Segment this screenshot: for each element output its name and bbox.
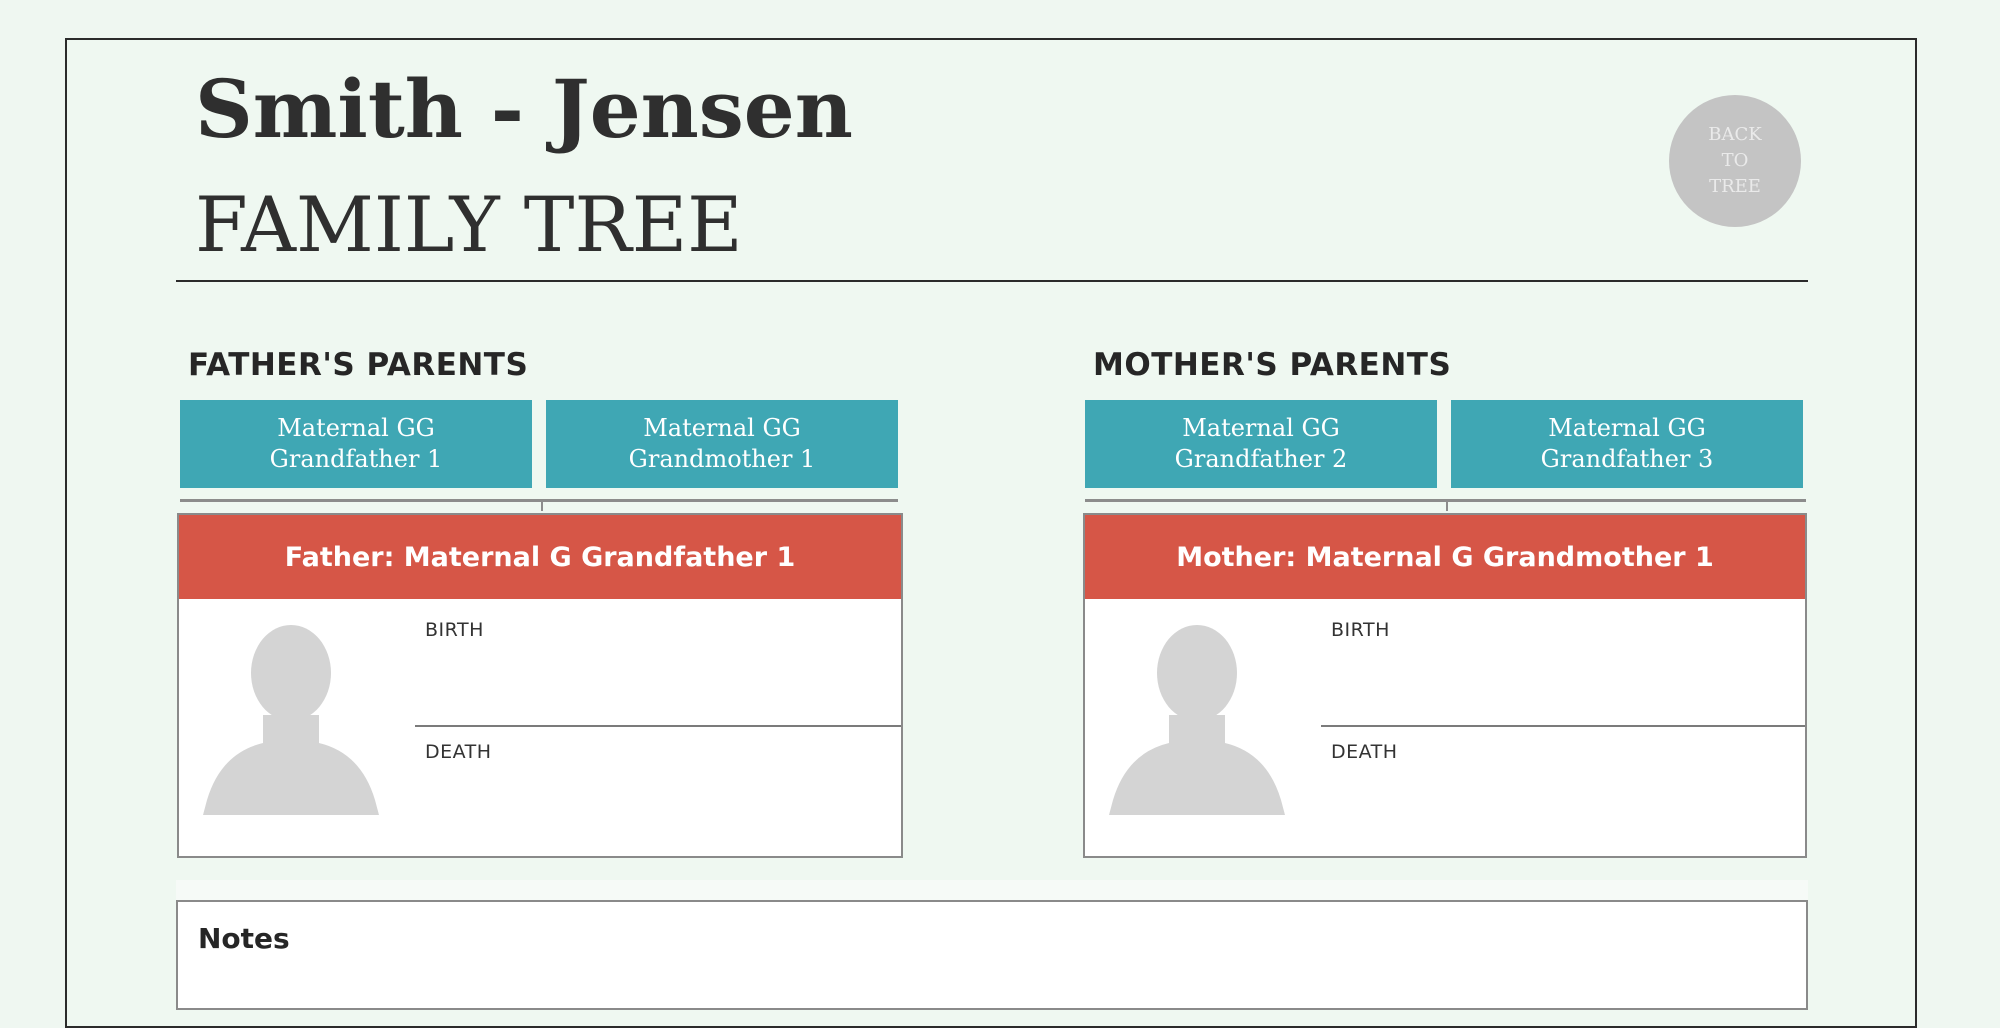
mother-connector-line (1085, 499, 1806, 502)
back-button-line-2: TO (1721, 150, 1749, 171)
grandparent-box-father-1[interactable]: Maternal GG Grandfather 1 (180, 400, 532, 488)
grandparent-label-line2: Grandfather 3 (1540, 445, 1714, 473)
grandparent-label-line1: Maternal GG (1548, 414, 1706, 442)
family-name-title: Smith - Jensen (195, 62, 853, 156)
mother-connector-tick (1446, 499, 1448, 511)
mother-birth-label: BIRTH (1331, 619, 1390, 641)
title-divider (176, 280, 1808, 282)
mother-field-divider (1321, 725, 1805, 727)
father-birth-label: BIRTH (425, 619, 484, 641)
father-death-label: DEATH (425, 741, 492, 763)
family-tree-title: FAMILY TREE (195, 180, 743, 269)
notes-label: Notes (198, 922, 290, 955)
father-connector-line (180, 499, 898, 502)
father-connector-tick (541, 499, 543, 511)
father-card[interactable]: Father: Maternal G Grandfather 1 BIRTH D… (177, 513, 903, 858)
grandparent-box-father-2[interactable]: Maternal GG Grandmother 1 (546, 400, 898, 488)
back-to-tree-button[interactable]: BACK TO TREE (1669, 95, 1801, 227)
mother-card-header: Mother: Maternal G Grandmother 1 (1085, 515, 1805, 599)
grandparent-label-line2: Grandfather 2 (1174, 445, 1348, 473)
fathers-parents-heading: FATHER'S PARENTS (188, 347, 529, 383)
father-card-header: Father: Maternal G Grandfather 1 (179, 515, 901, 599)
grandparent-label-line1: Maternal GG (643, 414, 801, 442)
notes-box[interactable]: Notes (176, 900, 1808, 1010)
back-button-line-1: BACK (1708, 124, 1762, 145)
grandparent-box-mother-1[interactable]: Maternal GG Grandfather 2 (1085, 400, 1437, 488)
mothers-parents-heading: MOTHER'S PARENTS (1093, 347, 1452, 383)
grandparent-label-line1: Maternal GG (1182, 414, 1340, 442)
father-field-divider (415, 725, 901, 727)
back-button-line-3: TREE (1709, 176, 1761, 197)
person-silhouette-icon (1109, 625, 1285, 815)
grandparent-label-line2: Grandmother 1 (628, 445, 816, 473)
grandparent-label-line2: Grandfather 1 (269, 445, 443, 473)
grandparent-box-mother-2[interactable]: Maternal GG Grandfather 3 (1451, 400, 1803, 488)
mother-card[interactable]: Mother: Maternal G Grandmother 1 BIRTH D… (1083, 513, 1807, 858)
grandparent-label-line1: Maternal GG (277, 414, 435, 442)
mother-death-label: DEATH (1331, 741, 1398, 763)
person-silhouette-icon (203, 625, 379, 815)
